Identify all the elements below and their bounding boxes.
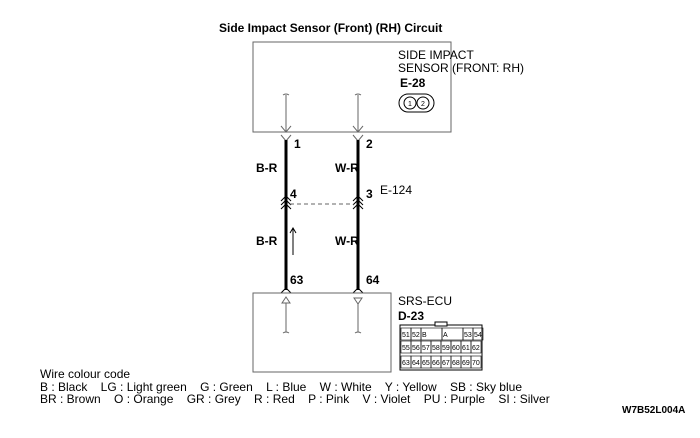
ecu-pin: 66: [432, 360, 440, 367]
ecu-pin: 70: [472, 360, 480, 367]
ecu-pin: 51: [402, 332, 410, 339]
ecu-pin: 52: [412, 332, 420, 339]
ecu-pin: 64: [412, 360, 420, 367]
pin-64-label: 64: [366, 273, 380, 287]
legend-heading: Wire colour code: [40, 367, 131, 381]
wire-color-label: W-R: [335, 234, 359, 248]
junction-pin-4: 4: [290, 187, 297, 201]
legend-line: BR : Brown O : Orange GR : Grey R : Red …: [40, 392, 550, 406]
ecu-pin: 60: [452, 345, 460, 352]
figure-code: W7B52L004A: [622, 405, 686, 416]
ecu-pin: 53: [464, 332, 472, 339]
ecu-pin: 57: [422, 345, 430, 352]
sensor-connector-id: E-28: [400, 76, 426, 90]
wire-color-label: W-R: [335, 161, 359, 175]
sensor-name-2: SENSOR (FRONT: RH): [398, 61, 524, 75]
current-arrow-icon: [289, 227, 297, 255]
diagram-title: Side Impact Sensor (Front) (RH) Circuit: [219, 21, 442, 35]
junction-pin-3: 3: [366, 187, 373, 201]
sensor-name-1: SIDE IMPACT: [398, 48, 474, 62]
ecu-name: SRS-ECU: [398, 294, 452, 308]
sensor-box: [252, 41, 452, 133]
ecu-pin: 59: [442, 345, 450, 352]
legend-line: B : Black LG : Light green G : Green L :…: [40, 379, 522, 394]
ecu-box: [252, 292, 392, 373]
ecu-pin: 63: [402, 360, 410, 367]
ecu-pin: 55: [402, 345, 410, 352]
pin-2-label: 2: [366, 137, 373, 151]
svg-text:1: 1: [408, 101, 412, 108]
ecu-pin: 56: [412, 345, 420, 352]
ecu-connector-id: D-23: [398, 309, 424, 323]
svg-text:2: 2: [421, 101, 425, 108]
ecu-pin: B: [422, 332, 427, 339]
ecu-pin: 68: [452, 360, 460, 367]
ecu-pin: 67: [442, 360, 450, 367]
wire-color-label: B-R: [256, 161, 278, 175]
ecu-pin: 61: [462, 345, 470, 352]
ecu-pin: A: [443, 332, 448, 339]
junction-connector-icon: [280, 195, 364, 210]
pin-1-label: 1: [294, 137, 301, 151]
ecu-pin: 69: [462, 360, 470, 367]
pin-63-label: 63: [290, 273, 304, 287]
ecu-pin: 62: [472, 345, 480, 352]
wire-color-label: B-R: [256, 234, 278, 248]
ecu-pin: 65: [422, 360, 430, 367]
ecu-pin: 58: [432, 345, 440, 352]
junction-connector-id: E-124: [380, 183, 412, 197]
ecu-pin: 54: [474, 332, 482, 339]
